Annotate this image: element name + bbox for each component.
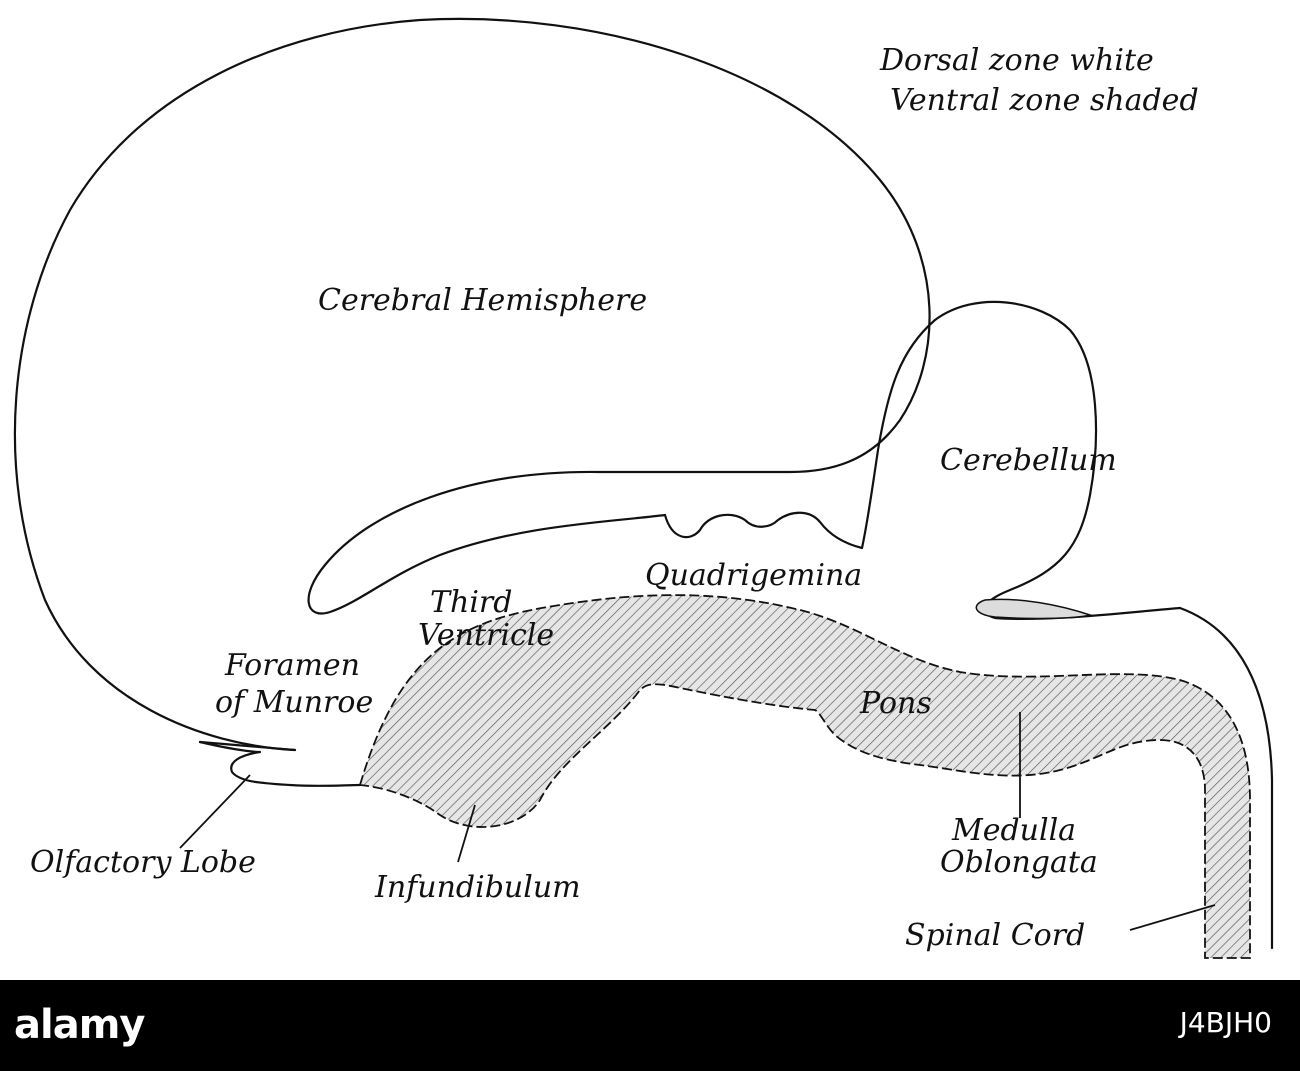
legend-line-1: Dorsal zone white xyxy=(879,43,1154,78)
image-id: J4BJH0 xyxy=(1180,1006,1272,1039)
spinal-cord-leader xyxy=(1130,905,1215,930)
spinal-cord-label: Spinal Cord xyxy=(905,918,1085,953)
third-ventricle-label-line2: Ventricle xyxy=(418,618,554,653)
medulla-label-line2: Oblongata xyxy=(940,845,1098,880)
quadrigemina-label: Quadrigemina xyxy=(645,558,862,593)
pons-label: Pons xyxy=(859,686,932,721)
legend-line-2: Ventral zone shaded xyxy=(890,83,1199,118)
infundibulum-label: Infundibulum xyxy=(374,870,581,905)
foramen-label-line2: of Munroe xyxy=(215,685,373,720)
cerebellum-shaded-tongue xyxy=(976,599,1090,618)
medulla-label-line1: Medulla xyxy=(951,813,1076,848)
foramen-label-line1: Foramen xyxy=(224,648,360,683)
third-ventricle-label-line1: Third xyxy=(430,585,512,620)
alamy-logo: alamy xyxy=(14,1002,144,1048)
olfactory-lobe-label: Olfactory Lobe xyxy=(30,845,256,880)
watermark-footer: alamy J4BJH0 xyxy=(0,980,1300,1071)
olfactory-lobe-leader xyxy=(180,775,250,848)
brain-diagram: Dorsal zone white Ventral zone shaded Ce… xyxy=(0,0,1300,980)
cerebral-hemisphere-label: Cerebral Hemisphere xyxy=(318,283,647,318)
cerebellum-label: Cerebellum xyxy=(940,443,1117,478)
